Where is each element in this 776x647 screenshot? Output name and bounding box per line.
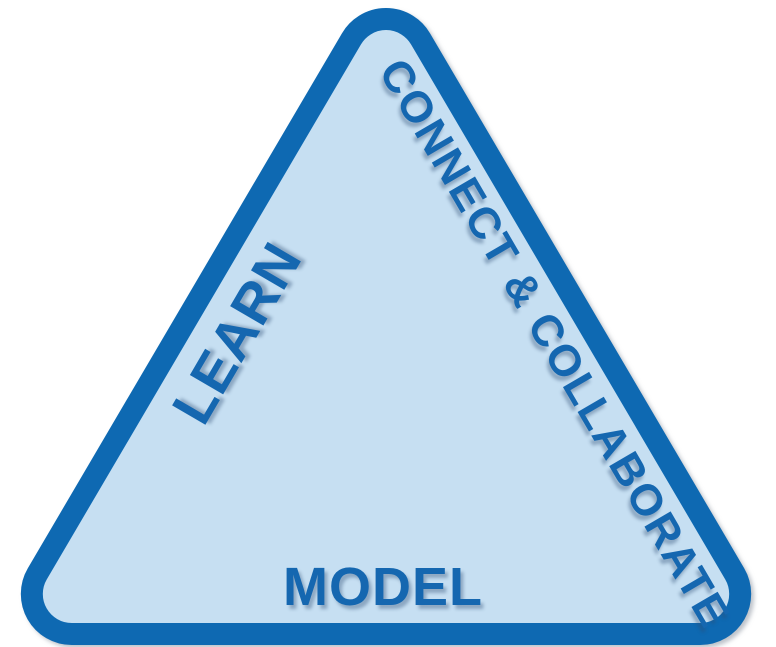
label-model: MODEL — [283, 557, 483, 617]
triangle-outline — [20, 8, 752, 645]
